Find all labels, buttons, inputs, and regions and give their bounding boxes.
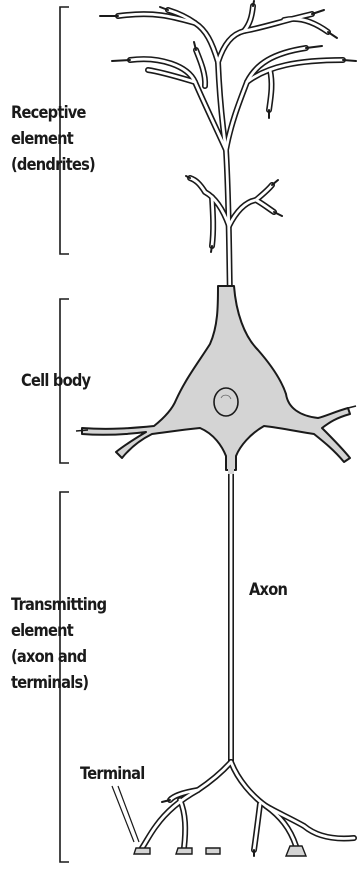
label-receptive-line-3: (dendrites) [11, 152, 95, 178]
dendrite-tree-upper [100, 1, 356, 300]
label-receptive-line-1: Receptive [11, 100, 95, 126]
axon-terminals [142, 762, 354, 856]
label-axon: Axon [249, 577, 287, 603]
label-transmitting-line-4: terminals) [11, 670, 106, 696]
label-transmitting-line-1: Transmitting [11, 592, 106, 618]
terminal-boutons [134, 846, 306, 856]
label-receptive-element: Receptive element (dendrites) [11, 100, 95, 178]
label-cell-body-text: Cell body [21, 368, 90, 394]
label-cell-body: Cell body [21, 368, 90, 394]
label-axon-text: Axon [249, 577, 287, 603]
label-transmitting-element: Transmitting element (axon and terminals… [11, 592, 106, 696]
label-terminal-text: Terminal [80, 761, 145, 787]
nucleus [214, 388, 238, 416]
terminal-leader-line [112, 786, 139, 842]
label-terminal: Terminal [80, 761, 145, 787]
cell-body-soma [76, 286, 356, 470]
label-receptive-line-2: element [11, 126, 95, 152]
label-transmitting-line-2: element [11, 618, 106, 644]
axon [228, 460, 234, 762]
label-transmitting-line-3: (axon and [11, 644, 106, 670]
